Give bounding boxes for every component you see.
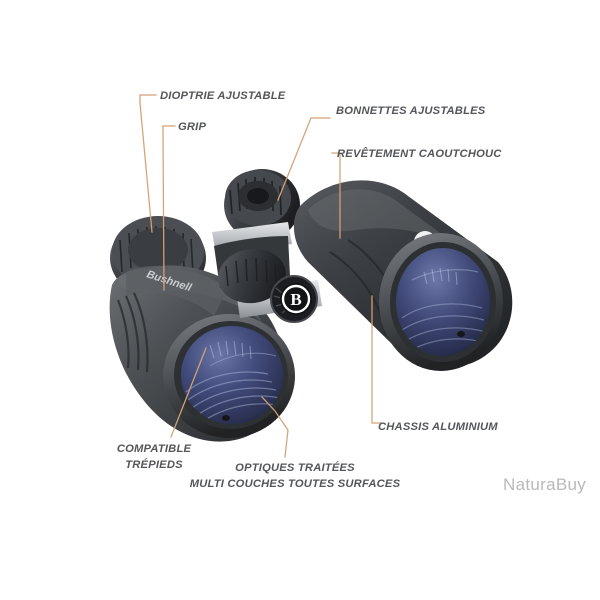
eyecup-lower: [218, 248, 286, 304]
callout-label-grip: GRIP: [178, 121, 207, 133]
callout-label-chassis: CHASSIS ALUMINIUM: [378, 421, 498, 433]
right-objective-lens: [379, 233, 503, 371]
callout-label-revetement: REVÊTEMENT CAOUTCHOUC: [337, 148, 502, 160]
focus-wheel: B: [270, 275, 318, 323]
left-objective-lens: [163, 314, 295, 438]
callout-label-optiques-line1: OPTIQUES TRAITÉES: [235, 462, 355, 474]
callout-label-bonnettes: BONNETTES AJUSTABLES: [336, 105, 486, 117]
callout-label-trepieds: COMPATIBLE TRÉPIEDS: [98, 441, 210, 473]
callout-label-optiques-line2: MULTI COUCHES TOUTES SURFACES: [189, 478, 401, 491]
focus-wheel-badge-letter: B: [290, 290, 301, 309]
naturabuy-watermark: NaturaBuy: [503, 475, 587, 494]
callout-label-trepieds-line2: TRÉPIEDS: [125, 459, 183, 472]
grip-ribs: [116, 292, 149, 373]
center-hinge-assembly: B: [212, 169, 322, 323]
callout-label-dioptrie: DIOPTRIE AJUSTABLE: [160, 90, 286, 102]
right-barrel: B: [293, 180, 513, 371]
callout-label-trepieds-line1: COMPATIBLE: [116, 443, 192, 455]
callout-label-optiques: OPTIQUES TRAITÉES MULTI COUCHES TOUTES S…: [186, 460, 404, 492]
